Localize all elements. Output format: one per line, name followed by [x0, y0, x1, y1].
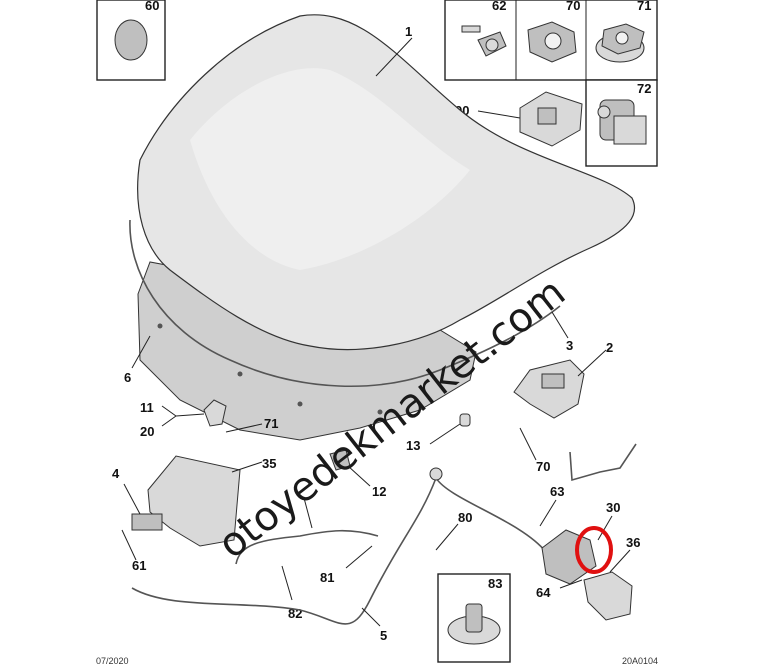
- hinge-2: 2 70: [513, 340, 613, 474]
- grommet-12: 12: [329, 449, 386, 499]
- callout-61: 61: [132, 558, 146, 573]
- inset-box-83: 83: [437, 573, 511, 663]
- plug-cap-icon: [114, 19, 148, 61]
- callout-36: 36: [626, 535, 640, 550]
- callout-72: 72: [637, 81, 651, 96]
- bump-stop-13: 13: [406, 413, 471, 453]
- stud-bolt-icon: [461, 25, 507, 57]
- wiring-63: 63: [539, 443, 637, 527]
- callout-71-top: 71: [637, 0, 651, 13]
- callout-63: 63: [550, 484, 564, 499]
- hex-nut-icon: [527, 21, 577, 63]
- callout-30: 30: [606, 500, 620, 515]
- bracket-11-20: 11 20 71: [140, 399, 278, 439]
- callout-64: 64: [536, 585, 551, 600]
- callout-71-bracket: 71: [264, 416, 278, 431]
- callout-4: 4: [112, 466, 120, 481]
- release-cable-10: 81 82: [235, 497, 379, 621]
- footer-ref: 20A0104: [622, 656, 658, 664]
- callout-83: 83: [488, 576, 502, 591]
- footer-date: 07/2020: [96, 656, 129, 664]
- highlight-ring: [575, 526, 613, 574]
- latch-bracket-35: 35 4 61: [112, 455, 276, 573]
- callout-3: 3: [566, 338, 573, 353]
- flange-nut-icon: [595, 23, 645, 63]
- callout-81: 81: [320, 570, 334, 585]
- callout-6: 6: [124, 370, 131, 385]
- bonnet-panel-1: 1: [137, 14, 636, 351]
- inset-box-60: 60: [96, 0, 166, 81]
- callout-70-hinge: 70: [536, 459, 550, 474]
- callout-35: 35: [262, 456, 276, 471]
- callout-80: 80: [458, 510, 472, 525]
- callout-60: 60: [145, 0, 159, 13]
- callout-20: 20: [140, 424, 154, 439]
- release-cable-5: 5 80: [131, 467, 547, 643]
- callout-70-top: 70: [566, 0, 580, 13]
- seal-strip-3: 3: [129, 219, 573, 388]
- callout-13: 13: [406, 438, 420, 453]
- callout-11: 11: [140, 400, 154, 415]
- callout-62: 62: [492, 0, 506, 13]
- inset-box-fasteners: 62 70 71 72: [444, 0, 658, 167]
- lock-assembly: 30 36 64: [536, 500, 640, 621]
- callout-5: 5: [380, 628, 387, 643]
- callout-2: 2: [606, 340, 613, 355]
- callout-1: 1: [405, 24, 412, 39]
- callout-12: 12: [372, 484, 386, 499]
- retaining-clip-icon: [597, 99, 647, 145]
